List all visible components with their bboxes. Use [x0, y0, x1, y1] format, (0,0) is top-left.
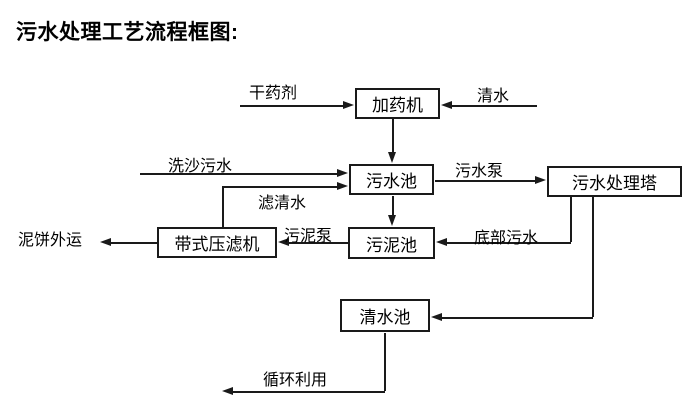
node-sewage-treatment-tower-label: 污水处理塔 — [572, 174, 657, 193]
edge-clean-water-line — [452, 105, 537, 107]
edge-label-filtered-water: 滤清水 — [258, 195, 307, 212]
edge-bottom-sewage-vline — [570, 197, 572, 242]
edge-sewage-pump-line — [435, 180, 536, 182]
edge-sewage-pump-arrowhead-icon — [535, 176, 546, 184]
node-sludge-pool-label: 污泥池 — [366, 235, 417, 255]
edge-mud-cake-line — [111, 242, 157, 244]
node-dosing-machine: 加药机 — [355, 88, 440, 119]
edge-label-recycling: 循环利用 — [263, 372, 328, 389]
edge-filtered-water-hline — [222, 186, 338, 188]
node-dosing-machine-label: 加药机 — [372, 96, 423, 115]
node-belt-filter-press-label: 带式压滤机 — [174, 235, 260, 254]
edge-tower-to-clean-arrowhead-icon — [431, 313, 442, 321]
node-sewage-pool: 污水池 — [349, 164, 434, 195]
edge-sewage-to-sludge-line — [392, 196, 394, 216]
edge-bottom-sewage-hline — [447, 242, 571, 244]
edge-tower-to-clean-hline — [442, 317, 593, 319]
page-title: 污水处理工艺流程框图: — [16, 21, 239, 44]
edge-filtered-water-vline — [222, 186, 224, 227]
node-clean-water-pool-label: 清水池 — [359, 308, 411, 327]
edge-label-bottom-sewage: 底部污水 — [474, 230, 539, 247]
edge-sewage-to-sludge-arrowhead-icon — [388, 215, 396, 226]
node-belt-filter-press: 带式压滤机 — [157, 227, 277, 258]
node-clean-water-pool: 清水池 — [340, 299, 430, 332]
edge-recycling-hline — [233, 391, 385, 393]
edge-sludge-pump-arrowhead-icon — [278, 238, 289, 246]
edge-sand-sewage-line — [140, 173, 338, 175]
edge-label-sand-washing-sewage: 洗沙污水 — [168, 158, 233, 175]
edge-recycling-arrowhead-icon — [222, 387, 233, 395]
edge-label-sludge-pump: 污泥泵 — [284, 228, 333, 245]
edge-label-dry-agent: 干药剂 — [249, 85, 298, 102]
edge-sand-sewage-arrowhead-icon — [337, 169, 348, 177]
edge-mud-cake-arrowhead-icon — [100, 238, 111, 246]
edge-tower-to-clean-vline — [592, 197, 594, 317]
edge-label-clean-water: 清水 — [477, 88, 510, 105]
edge-clean-water-arrowhead-icon — [441, 101, 452, 109]
node-sludge-pool: 污泥池 — [348, 227, 435, 259]
edge-dry-agent-line — [240, 105, 344, 107]
edge-filtered-water-arrowhead-icon — [337, 182, 348, 190]
edge-bottom-sewage-arrowhead-icon — [436, 238, 447, 246]
edge-dry-agent-arrowhead-icon — [343, 101, 354, 109]
edge-sludge-pump-line — [289, 242, 348, 244]
node-sewage-treatment-tower: 污水处理塔 — [547, 166, 682, 197]
edge-label-sewage-pump: 污水泵 — [455, 163, 504, 180]
edge-recycling-vline — [384, 333, 386, 391]
edge-label-mud-cake-outbound: 泥饼外运 — [18, 232, 83, 249]
node-sewage-pool-label: 污水池 — [366, 172, 417, 191]
edge-dosing-to-sewage-line — [392, 119, 394, 153]
edge-dosing-to-sewage-arrowhead-icon — [388, 152, 396, 163]
